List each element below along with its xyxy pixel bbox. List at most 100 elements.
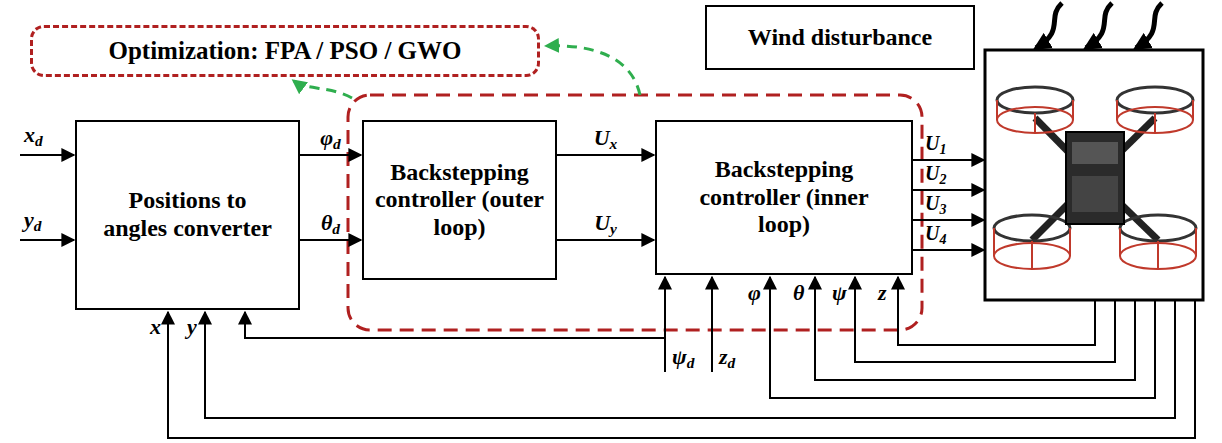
feedback-wire (168, 301, 1195, 438)
guard-strut (1031, 241, 1033, 269)
rotor-guard (994, 215, 1070, 269)
symbol-base: U (594, 210, 610, 235)
signal-label: φd (320, 127, 341, 151)
symbol-subscript: y (610, 220, 617, 237)
guard-strut (1157, 241, 1159, 269)
symbol-base: z (878, 280, 887, 305)
reference-input: xd (24, 124, 43, 148)
guard-strut (1069, 228, 1071, 256)
control-signal (913, 159, 984, 161)
symbol-base: x (24, 122, 35, 147)
symbol-subscript: d (34, 217, 42, 234)
symbol-subscript: 1 (939, 142, 946, 157)
optimized-region (348, 95, 922, 330)
control-signal-name: U1 (925, 133, 946, 157)
symbol-subscript: 3 (939, 202, 946, 217)
symbol-base: U (594, 125, 610, 150)
state-signal-name: z (878, 282, 887, 304)
node-text: Wind disturbance (748, 24, 932, 52)
guard-ring (1120, 215, 1196, 241)
converter-box: Positions to angles converter (75, 120, 300, 310)
control-signal-name: U4 (925, 223, 946, 247)
control-signal (913, 189, 984, 191)
wind-arrow (1086, 3, 1112, 48)
symbol-subscript: d (728, 354, 736, 371)
quadrotor-illustration (994, 87, 1196, 269)
guard-strut (993, 228, 995, 256)
symbol-base: ψ (672, 344, 687, 369)
reference-wire (664, 277, 666, 372)
reference-wire (711, 277, 713, 372)
node-text: Backstepping controller (inner loop) (697, 156, 871, 239)
state-signal-name: y (187, 316, 197, 338)
rotor-guard (1117, 87, 1193, 133)
guard-strut (996, 100, 998, 120)
symbol-subscript: d (333, 135, 341, 152)
symbol-base: ψ (832, 280, 847, 305)
reference-signal-name: ψd (672, 346, 694, 370)
guard-strut (1192, 100, 1194, 120)
state-signal-name: φ (748, 282, 761, 304)
quadrotor-battery (1072, 176, 1118, 212)
symbol-subscript: 4 (939, 232, 946, 247)
control-signal (913, 249, 984, 251)
state-signal-name: x (150, 316, 161, 338)
guard-strut (1195, 228, 1197, 256)
guard-strut (1154, 113, 1156, 133)
controller-box: Backstepping controller (inner loop) (655, 120, 913, 275)
guard-strut (1072, 100, 1074, 120)
optimization-link (294, 81, 352, 98)
guard-ring (1117, 87, 1193, 113)
disturbance-box: Wind disturbance (705, 5, 975, 70)
guard-strut (1119, 228, 1121, 256)
symbol-base: y (187, 314, 197, 339)
reference-input: yd (24, 209, 41, 233)
symbol-base: U (925, 162, 939, 184)
quadrotor-frame-box (985, 50, 1203, 300)
control-signal (913, 219, 984, 221)
control-signal-name: U2 (925, 163, 946, 187)
reference-wire (245, 312, 665, 338)
guard-ring (1117, 107, 1193, 133)
rotor-guard (1120, 215, 1196, 269)
symbol-subscript: d (35, 132, 43, 149)
symbol-base: z (719, 344, 728, 369)
controller-box: Backstepping controller (outer loop) (362, 120, 557, 280)
symbol-base: x (150, 314, 161, 339)
input-arrow (20, 239, 74, 241)
symbol-base: U (925, 222, 939, 244)
wind-arrow (1036, 3, 1062, 48)
state-signal-name: θ (793, 282, 804, 304)
rotor-guard (997, 87, 1073, 133)
symbol-subscript: 2 (939, 172, 946, 187)
guard-strut (1116, 100, 1118, 120)
signal-arrow (557, 239, 654, 241)
symbol-base: U (925, 132, 939, 154)
signal-arrow (300, 239, 361, 241)
guard-strut (1034, 113, 1036, 133)
signal-label: Uy (594, 212, 617, 236)
guard-ring (997, 87, 1073, 113)
node-text: Positions to angles converter (97, 187, 278, 242)
guard-ring (994, 215, 1070, 241)
symbol-base: φ (320, 125, 333, 150)
node-text: Backstepping controller (outer loop) (374, 159, 545, 242)
symbol-base: φ (748, 280, 761, 305)
signal-arrow (300, 154, 361, 156)
wind-arrow (1136, 3, 1162, 48)
node-text: Optimization: FPA / PSO / GWO (108, 37, 461, 66)
input-arrow (20, 154, 74, 156)
signal-label: θd (321, 212, 340, 236)
guard-ring (997, 107, 1073, 133)
control-signal-name: U3 (925, 193, 946, 217)
symbol-subscript: x (610, 135, 618, 152)
symbol-subscript: d (687, 354, 695, 371)
symbol-base: θ (793, 280, 804, 305)
symbol-base: θ (321, 210, 332, 235)
feedback-wire (205, 301, 1175, 418)
reference-signal-name: zd (719, 346, 735, 370)
optimization-box: Optimization: FPA / PSO / GWO (30, 25, 540, 77)
signal-label: Ux (594, 127, 618, 151)
